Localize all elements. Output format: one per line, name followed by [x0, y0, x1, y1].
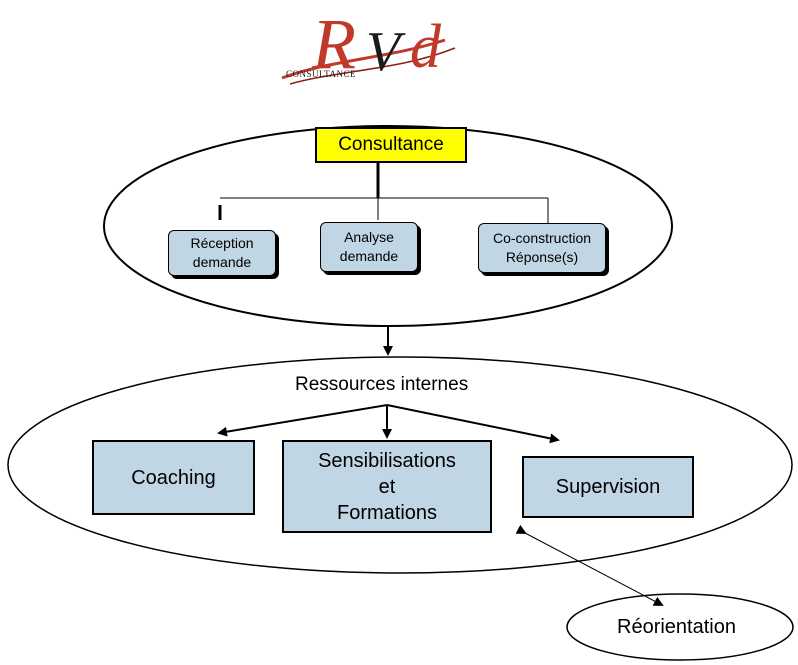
analyse-demande-box: Analyse demande [320, 222, 418, 272]
analyse-line1: Analyse [344, 229, 394, 245]
logo-monogram-r: R [312, 4, 356, 84]
logo-monogram-d: d [410, 13, 441, 81]
reorientation-label: Réorientation [617, 616, 736, 638]
sensibilisations-line1: Sensibilisations [318, 449, 456, 472]
logo-monogram-v: V [366, 21, 401, 83]
supervision-box: Supervision [522, 456, 694, 518]
coaching-box: Coaching [92, 440, 255, 515]
reception-line1: Réception [190, 235, 254, 251]
reorientation-arrow [515, 524, 664, 606]
reorientation-ellipse [566, 593, 794, 661]
sensibilisations-line2: et [378, 475, 396, 498]
sensibilisations-line3: Formations [336, 501, 438, 524]
analyse-line2: demande [339, 248, 399, 264]
supervision-label: Supervision [555, 476, 661, 498]
coaching-label: Coaching [131, 466, 216, 489]
reception-line2: demande [192, 254, 252, 270]
sensibilisations-box: Sensibilisations et Formations [282, 440, 492, 533]
co-construction-line1: Co-construction [492, 230, 592, 246]
co-construction-line2: Réponse(s) [505, 249, 579, 265]
resources-title: Ressources internes [295, 374, 469, 395]
reception-demande-box: Réception demande [168, 230, 276, 276]
logo-swoosh [281, 38, 456, 85]
resources-ellipse [7, 356, 793, 574]
arrow-to-supervision [386, 404, 560, 444]
arrow-to-coaching [217, 404, 388, 437]
consultance-box: Consultance [315, 127, 467, 163]
co-construction-box: Co-construction Réponse(s) [478, 223, 606, 273]
logo-tagline: CONSULTANCE [286, 69, 356, 79]
